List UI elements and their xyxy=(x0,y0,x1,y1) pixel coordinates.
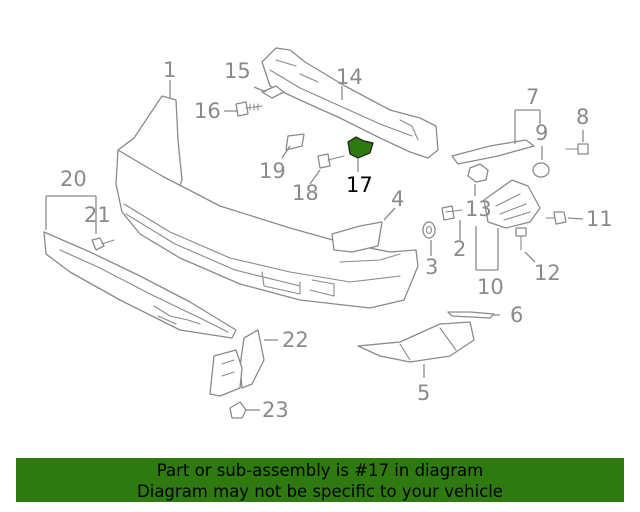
part-17-highlighted xyxy=(347,136,374,159)
part-4-reflector xyxy=(331,221,383,253)
callout-2: 2 xyxy=(453,237,466,261)
part-3-washer xyxy=(422,221,436,239)
callout-leaders xyxy=(45,80,584,411)
part-9-clip xyxy=(532,162,550,178)
callout-22: 22 xyxy=(282,328,309,352)
callout-23: 23 xyxy=(262,398,289,422)
part-6-molding-strip xyxy=(447,311,495,319)
callout-16: 16 xyxy=(194,99,221,123)
callout-20: 20 xyxy=(60,167,87,191)
part-15-bracket xyxy=(261,85,285,99)
part-21-screw xyxy=(91,237,115,251)
callout-17: 17 xyxy=(346,173,373,197)
callout-11: 11 xyxy=(586,207,613,231)
part-2-bolt xyxy=(441,205,463,221)
callout-19: 19 xyxy=(259,159,286,183)
part-10-side-bracket xyxy=(483,179,541,229)
part-5-under-cover xyxy=(357,321,475,363)
callout-4: 4 xyxy=(391,187,404,211)
info-banner: Part or sub-assembly is #17 in diagram D… xyxy=(16,458,624,502)
part-1-bumper-cover xyxy=(115,95,419,309)
part-11-bolt xyxy=(545,211,567,225)
callout-18: 18 xyxy=(292,181,319,205)
part-12-bolt xyxy=(515,227,527,251)
part-18-screw xyxy=(317,153,345,169)
callout-5: 5 xyxy=(417,381,430,405)
callout-21: 21 xyxy=(84,203,111,227)
callout-6: 6 xyxy=(510,303,523,327)
callout-3: 3 xyxy=(425,255,438,279)
callout-numbers: 1 15 14 16 19 17 18 4 3 2 7 8 9 13 11 12… xyxy=(60,58,613,422)
part-20-lower-diffuser xyxy=(43,231,237,339)
callout-13: 13 xyxy=(465,197,492,221)
callout-14: 14 xyxy=(336,65,363,89)
callout-15: 15 xyxy=(224,59,251,83)
callout-8: 8 xyxy=(576,105,589,129)
callout-10: 10 xyxy=(477,275,504,299)
part-14-reinforcement-beam xyxy=(261,47,439,159)
part-22-lower-bracket xyxy=(209,329,265,397)
callout-7: 7 xyxy=(526,85,539,109)
part-23-clip xyxy=(229,401,247,419)
banner-line-1: Part or sub-assembly is #17 in diagram xyxy=(156,461,484,480)
parts-diagram: 1 15 14 16 19 17 18 4 3 2 7 8 9 13 11 12… xyxy=(43,47,613,422)
part-16-screw xyxy=(235,101,263,117)
part-19-clip xyxy=(285,133,305,151)
banner-line-2: Diagram may not be specific to your vehi… xyxy=(137,482,503,501)
callout-12: 12 xyxy=(534,261,561,285)
part-13-nut xyxy=(467,163,489,183)
part-7-side-strip xyxy=(451,139,535,165)
part-8-bolt xyxy=(565,143,589,155)
callout-1: 1 xyxy=(163,58,176,82)
callout-9: 9 xyxy=(535,121,548,145)
